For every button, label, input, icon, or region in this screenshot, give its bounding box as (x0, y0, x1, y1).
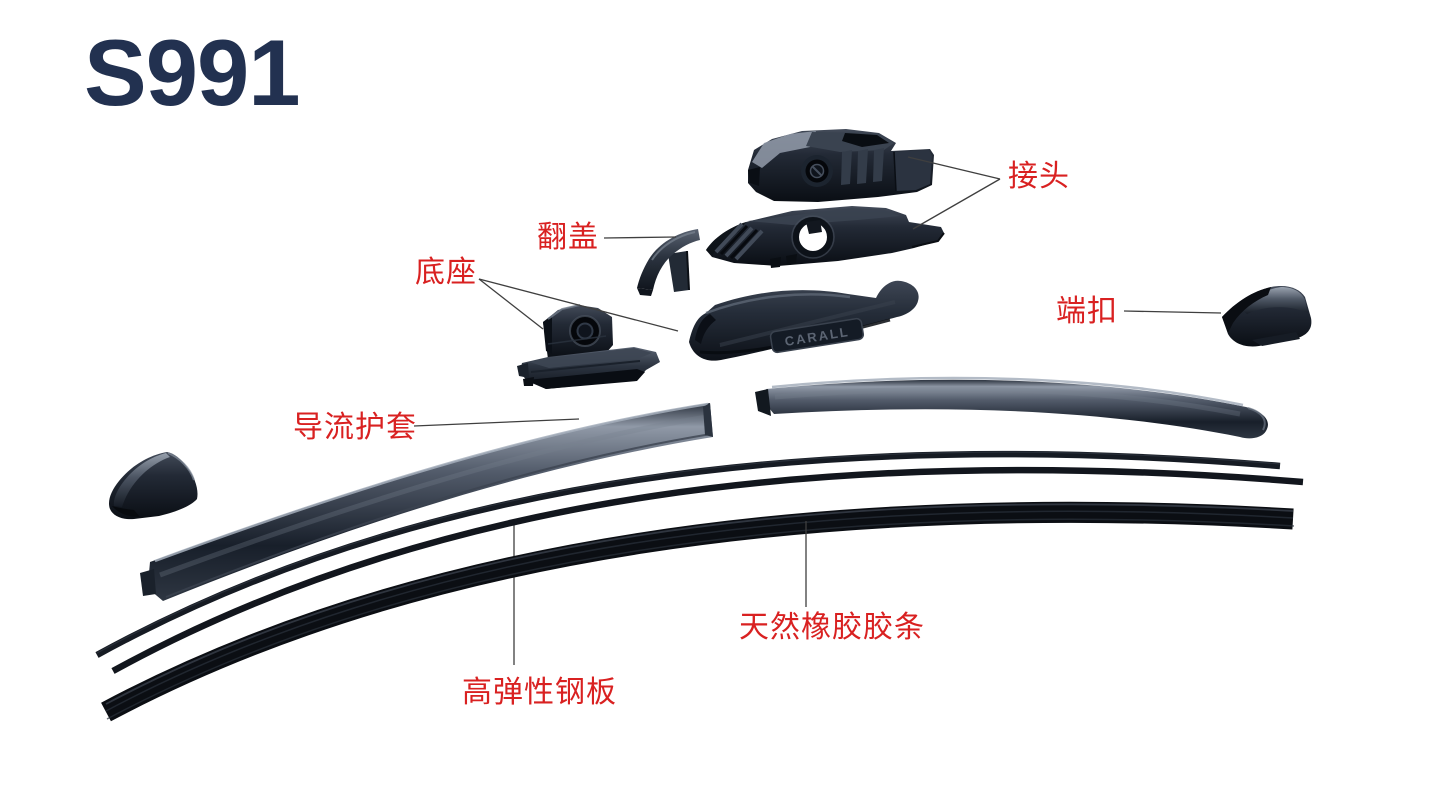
part-center-saddle: CARALL (689, 280, 919, 361)
shading-detail (105, 510, 1294, 712)
shading-detail (154, 402, 709, 563)
shading-detail (770, 257, 781, 268)
label-base: 底座 (415, 256, 477, 289)
connector-top-slot (842, 133, 889, 147)
connector-hole-tab (806, 220, 822, 234)
shading-detail (113, 453, 170, 507)
connector-top-ribs (841, 148, 884, 185)
shading-detail (517, 363, 529, 378)
shading-detail (695, 314, 716, 344)
shading-detail (165, 433, 712, 598)
steel-plate-lower (111, 466, 1304, 674)
shading-detail (569, 315, 601, 347)
shading-detail (1222, 287, 1271, 333)
connector-top-end-block (894, 150, 932, 191)
label-rubber-strip: 天然橡胶胶条 (739, 611, 925, 644)
leader-line-base-bracket (478, 278, 544, 330)
shading-detail (106, 518, 1295, 720)
shading-detail (1252, 332, 1300, 346)
brand-emboss-plate: CARALL (769, 317, 865, 354)
leader-line-flip-cover (603, 236, 677, 239)
shading-detail (529, 348, 652, 368)
steel-plate-upper (95, 450, 1281, 658)
part-base (517, 304, 660, 389)
part-connector-middle (706, 206, 945, 268)
leader-line-connector-lower (912, 178, 1001, 230)
shading-detail (112, 506, 140, 517)
leader-line-end-buckle (1123, 310, 1222, 314)
shading-detail (786, 254, 797, 265)
part-connector-top (748, 129, 934, 202)
shading-detail (705, 293, 851, 315)
shading-detail (167, 452, 195, 481)
part-steel-plates (95, 450, 1304, 674)
shading-detail (527, 369, 645, 389)
part-rubber-strip (101, 501, 1295, 722)
part-end-cap-left (109, 452, 198, 520)
label-flip-cover: 翻盖 (537, 221, 599, 254)
part-spoiler-sheath-left (140, 402, 713, 601)
shading-detail (893, 151, 897, 192)
shading-detail (523, 377, 534, 386)
connector-middle-fins (714, 222, 764, 261)
shading-detail (686, 250, 690, 291)
leader-line-connector-upper (907, 156, 1001, 180)
rubber-strip-body (101, 501, 1294, 722)
part-flip-cover (637, 229, 700, 296)
shading-detail (703, 403, 713, 437)
shading-detail (911, 232, 945, 248)
label-connector: 接头 (1008, 160, 1070, 193)
shading-detail (1247, 407, 1266, 431)
shading-detail (105, 503, 1294, 705)
shading-detail (811, 165, 823, 177)
label-end-buckle: 端扣 (1056, 295, 1118, 328)
label-steel-plate: 高弹性钢板 (462, 676, 617, 709)
connector-through-hole (793, 217, 833, 257)
spoiler-left-end-tab (140, 569, 156, 596)
part-spoiler-sheath-right (755, 376, 1268, 439)
end-cap-left-body (109, 452, 198, 520)
shading-detail (752, 131, 816, 168)
spoiler-right-end-tab (755, 389, 771, 416)
flip-cover-body (637, 229, 700, 290)
leader-line-spoiler-sheath (413, 418, 580, 427)
shading-detail (159, 414, 708, 578)
flip-cover-hinge-tab (668, 251, 689, 292)
shading-detail (719, 300, 896, 347)
shading-detail (774, 386, 1241, 417)
shading-detail (748, 208, 900, 225)
shading-detail (771, 376, 1244, 407)
shading-detail (530, 360, 641, 373)
part-end-buckle (1222, 286, 1312, 347)
shading-detail (748, 167, 760, 186)
shading-detail (791, 215, 835, 259)
product-model-title: S991 (84, 20, 301, 125)
shading-detail (543, 316, 552, 354)
shading-detail (576, 322, 594, 340)
shading-detail (1241, 287, 1308, 314)
spoiler-right-body (763, 379, 1268, 439)
leader-lines (413, 156, 1222, 607)
label-spoiler-sheath: 导流护套 (293, 411, 417, 444)
shading-detail (651, 231, 696, 261)
shading-detail (547, 304, 581, 320)
shading-detail (547, 335, 607, 345)
shading-detail (637, 288, 653, 296)
leader-line-base-saddle (478, 278, 679, 332)
shading-detail (96, 451, 1281, 654)
